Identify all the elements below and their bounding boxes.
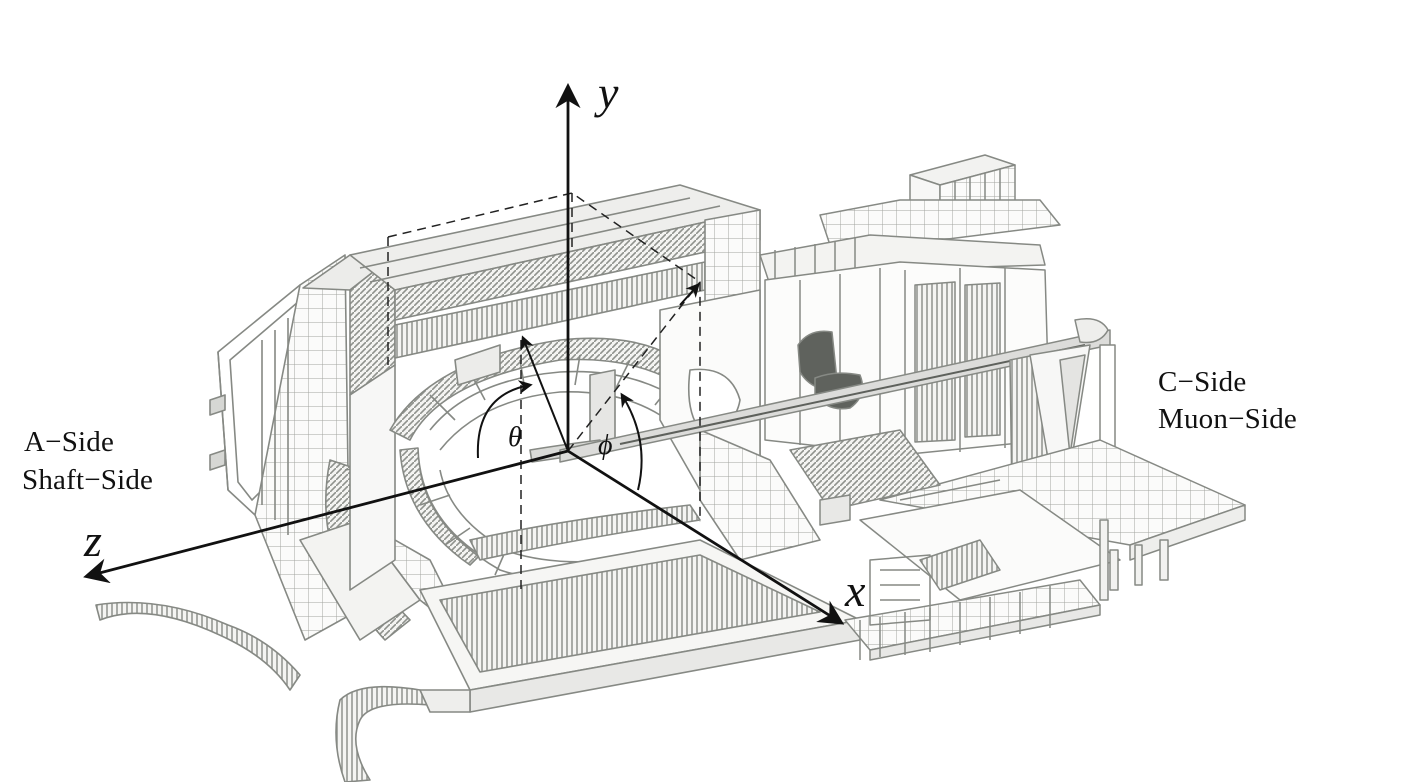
dashed-box-top	[387, 192, 701, 522]
shaft-side-label: Shaft−Side	[22, 464, 154, 496]
angle-markers	[476, 282, 700, 491]
muon-side-label: Muon−Side	[1158, 403, 1297, 435]
y-axis-label: y	[598, 67, 619, 118]
z-axis-arrow	[83, 449, 569, 584]
direction-vector	[520, 335, 569, 452]
dashed-phi-vector	[567, 281, 701, 452]
construction-lines	[387, 192, 701, 590]
x-axis-label: x	[845, 565, 866, 616]
theta-label: θ	[508, 422, 522, 453]
phi-label: ϕ	[598, 430, 613, 461]
z-axis-label: z	[84, 515, 102, 566]
phi-projection-arrow	[679, 282, 700, 306]
a-side-label: A−Side	[24, 426, 115, 458]
phi-arc	[620, 392, 643, 491]
barrel-structure	[349, 184, 861, 713]
coordinate-axes	[83, 82, 845, 625]
c-side-structure	[559, 154, 1246, 661]
x-axis-arrow	[567, 449, 845, 625]
theta-arc	[476, 380, 533, 459]
c-side-label: C−Side	[1158, 366, 1247, 398]
